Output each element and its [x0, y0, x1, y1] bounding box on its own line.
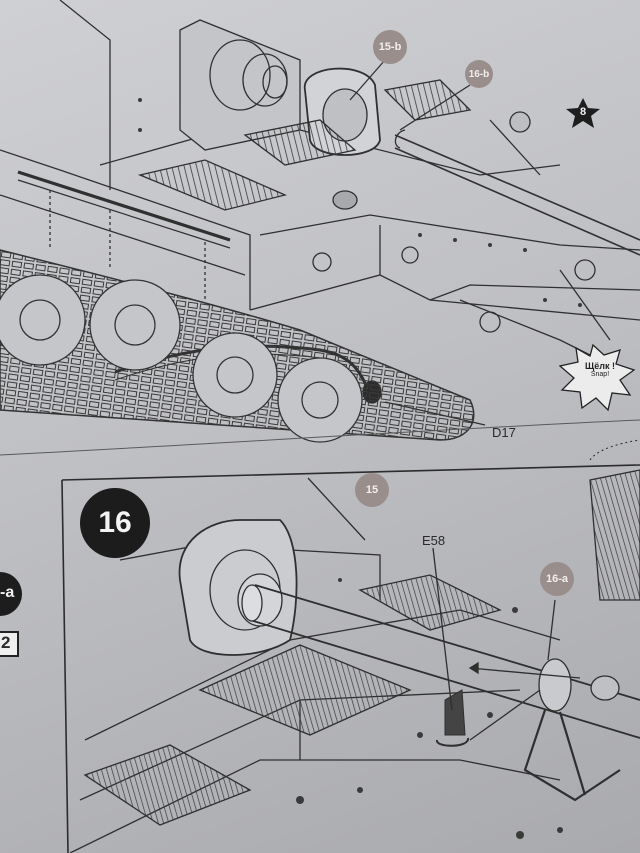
snap-callout: Щёлк ! Snap!: [577, 361, 623, 379]
part-label-d17: D17: [492, 425, 516, 440]
left-dark-badge-shape: [0, 572, 22, 616]
step16-panel-frame: [61, 439, 640, 853]
star-marker-label: 8: [580, 106, 587, 118]
part-label-e58: E58: [422, 533, 446, 548]
left-box-shape: [0, 631, 19, 657]
callout-16b: 16-b: [465, 60, 493, 88]
snap-text-en: Snap!: [590, 371, 610, 378]
callout-15b: 15-b: [373, 30, 407, 64]
callout-15: 15: [355, 473, 389, 507]
step-number-badge: 16: [80, 488, 150, 558]
left-fragment-top: -a: [0, 584, 15, 601]
snap-burst-shape: [558, 343, 636, 412]
upper-hull-drawing: [0, 0, 640, 426]
track-and-wheels: [0, 249, 475, 443]
lower-hull-drawing: [69, 469, 640, 853]
left-fragment-bottom: 2: [1, 633, 11, 652]
star-marker-shape: [566, 98, 600, 128]
snap-text-ru: Щёлк !: [585, 361, 615, 371]
callout-16a: 16-a: [540, 562, 574, 596]
